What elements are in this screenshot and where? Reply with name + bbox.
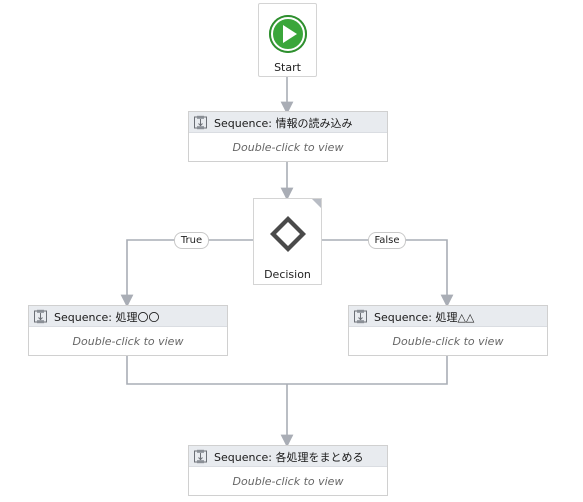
true-branch-label[interactable]: True bbox=[174, 232, 209, 249]
sequence-header: Sequence: 処理〇〇 bbox=[29, 306, 227, 327]
connector-merge-left bbox=[126, 356, 287, 385]
sequence-icon bbox=[33, 309, 48, 324]
sequence-hint: Double-click to view bbox=[232, 141, 344, 154]
sequence-summary[interactable]: Sequence: 各処理をまとめる Double-click to view bbox=[188, 445, 388, 496]
connector-decision-true bbox=[120, 239, 253, 308]
decision-corner-mark bbox=[312, 199, 321, 208]
sequence-hint: Double-click to view bbox=[392, 335, 504, 348]
sequence-title: Sequence: 処理△△ bbox=[374, 311, 475, 324]
sequence-hint: Double-click to view bbox=[72, 335, 184, 348]
sequence-read[interactable]: Sequence: 情報の読み込み Double-click to view bbox=[188, 111, 388, 162]
false-branch-label[interactable]: False bbox=[368, 232, 406, 249]
sequence-title: Sequence: 処理〇〇 bbox=[54, 311, 160, 324]
sequence-icon bbox=[353, 309, 368, 324]
sequence-header: Sequence: 情報の読み込み bbox=[189, 112, 387, 133]
sequence-process-true[interactable]: Sequence: 処理〇〇 Double-click to view bbox=[28, 305, 228, 356]
connector-decision-false bbox=[322, 239, 454, 308]
play-icon bbox=[269, 15, 307, 53]
sequence-icon bbox=[193, 115, 208, 130]
sequence-icon bbox=[193, 449, 208, 464]
diamond-icon bbox=[269, 215, 307, 257]
sequence-header: Sequence: 処理△△ bbox=[349, 306, 547, 327]
sequence-header: Sequence: 各処理をまとめる bbox=[189, 446, 387, 467]
sequence-title: Sequence: 情報の読み込み bbox=[214, 117, 353, 130]
decision-label: Decision bbox=[264, 268, 311, 281]
connector-merge-right bbox=[287, 356, 448, 385]
start-label: Start bbox=[274, 61, 301, 74]
sequence-title: Sequence: 各処理をまとめる bbox=[214, 451, 364, 464]
start-node[interactable]: Start bbox=[258, 3, 317, 77]
sequence-process-false[interactable]: Sequence: 処理△△ Double-click to view bbox=[348, 305, 548, 356]
sequence-hint: Double-click to view bbox=[232, 475, 344, 488]
decision-node[interactable]: Decision bbox=[253, 198, 322, 285]
